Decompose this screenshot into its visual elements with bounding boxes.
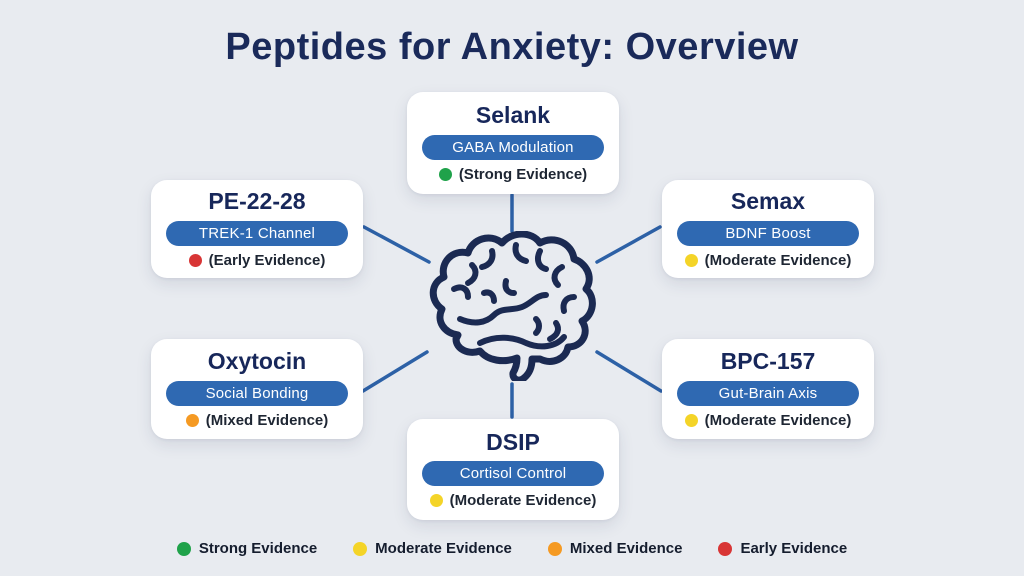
legend-dot-early bbox=[718, 541, 733, 556]
evidence-dot bbox=[684, 413, 698, 427]
mechanism-pill: Gut-Brain Axis bbox=[677, 380, 859, 406]
legend-label: Mixed Evidence bbox=[569, 540, 683, 557]
evidence-label: (Moderate Evidence) bbox=[704, 251, 852, 269]
evidence-row: (Moderate Evidence) bbox=[684, 411, 852, 429]
card-oxytocin: Oxytocin Social Bonding (Mixed Evidence) bbox=[151, 339, 363, 439]
evidence-dot bbox=[185, 413, 199, 427]
card-selank: Selank GABA Modulation (Strong Evidence) bbox=[407, 92, 619, 194]
card-dsip: DSIP Cortisol Control (Moderate Evidence… bbox=[407, 419, 619, 520]
card-pe-22-28: PE-22-28 TREK-1 Channel (Early Evidence) bbox=[151, 180, 363, 278]
legend-dot-moderate bbox=[353, 541, 368, 556]
mechanism-pill: BDNF Boost bbox=[677, 220, 859, 246]
legend-label: Strong Evidence bbox=[198, 540, 318, 557]
peptide-name: DSIP bbox=[486, 428, 540, 455]
legend-item-moderate: Moderate Evidence bbox=[353, 540, 512, 557]
evidence-dot bbox=[188, 253, 202, 267]
evidence-label: (Mixed Evidence) bbox=[205, 411, 329, 429]
evidence-row: (Early Evidence) bbox=[188, 251, 326, 269]
evidence-legend: Strong Evidence Moderate Evidence Mixed … bbox=[0, 540, 1024, 557]
evidence-row: (Moderate Evidence) bbox=[684, 251, 852, 269]
evidence-dot bbox=[438, 167, 452, 181]
evidence-row: (Mixed Evidence) bbox=[185, 411, 329, 429]
legend-item-early: Early Evidence bbox=[718, 540, 847, 557]
card-semax: Semax BDNF Boost (Moderate Evidence) bbox=[662, 180, 874, 278]
legend-item-mixed: Mixed Evidence bbox=[547, 540, 683, 557]
evidence-dot bbox=[684, 253, 698, 267]
peptide-name: Selank bbox=[475, 102, 551, 129]
peptide-name: Semax bbox=[730, 188, 806, 215]
peptide-name: Oxytocin bbox=[207, 348, 307, 375]
mechanism-pill: Cortisol Control bbox=[422, 461, 604, 487]
legend-item-strong: Strong Evidence bbox=[176, 540, 318, 557]
legend-label: Moderate Evidence bbox=[375, 540, 512, 557]
connector-oxytocin bbox=[361, 350, 429, 393]
evidence-label: (Strong Evidence) bbox=[458, 165, 588, 183]
evidence-row: (Strong Evidence) bbox=[438, 165, 588, 183]
legend-label: Early Evidence bbox=[740, 540, 848, 557]
connector-pe2228 bbox=[362, 225, 431, 264]
evidence-dot bbox=[429, 494, 443, 508]
legend-dot-mixed bbox=[547, 541, 562, 556]
legend-dot-strong bbox=[176, 541, 191, 556]
mechanism-pill: TREK-1 Channel bbox=[166, 220, 348, 246]
connector-semax bbox=[595, 225, 662, 264]
evidence-label: (Moderate Evidence) bbox=[449, 492, 597, 510]
card-bpc-157: BPC-157 Gut-Brain Axis (Moderate Evidenc… bbox=[662, 339, 874, 439]
connector-bpc157 bbox=[595, 350, 663, 393]
peptide-name: PE-22-28 bbox=[208, 188, 306, 215]
peptide-name: BPC-157 bbox=[720, 348, 816, 375]
mechanism-pill: Social Bonding bbox=[166, 380, 348, 406]
page-title: Peptides for Anxiety: Overview bbox=[225, 26, 799, 68]
evidence-label: (Early Evidence) bbox=[208, 251, 326, 269]
brain-icon bbox=[428, 230, 596, 384]
mechanism-pill: GABA Modulation bbox=[422, 134, 604, 160]
evidence-label: (Moderate Evidence) bbox=[704, 411, 852, 429]
evidence-row: (Moderate Evidence) bbox=[429, 492, 597, 510]
